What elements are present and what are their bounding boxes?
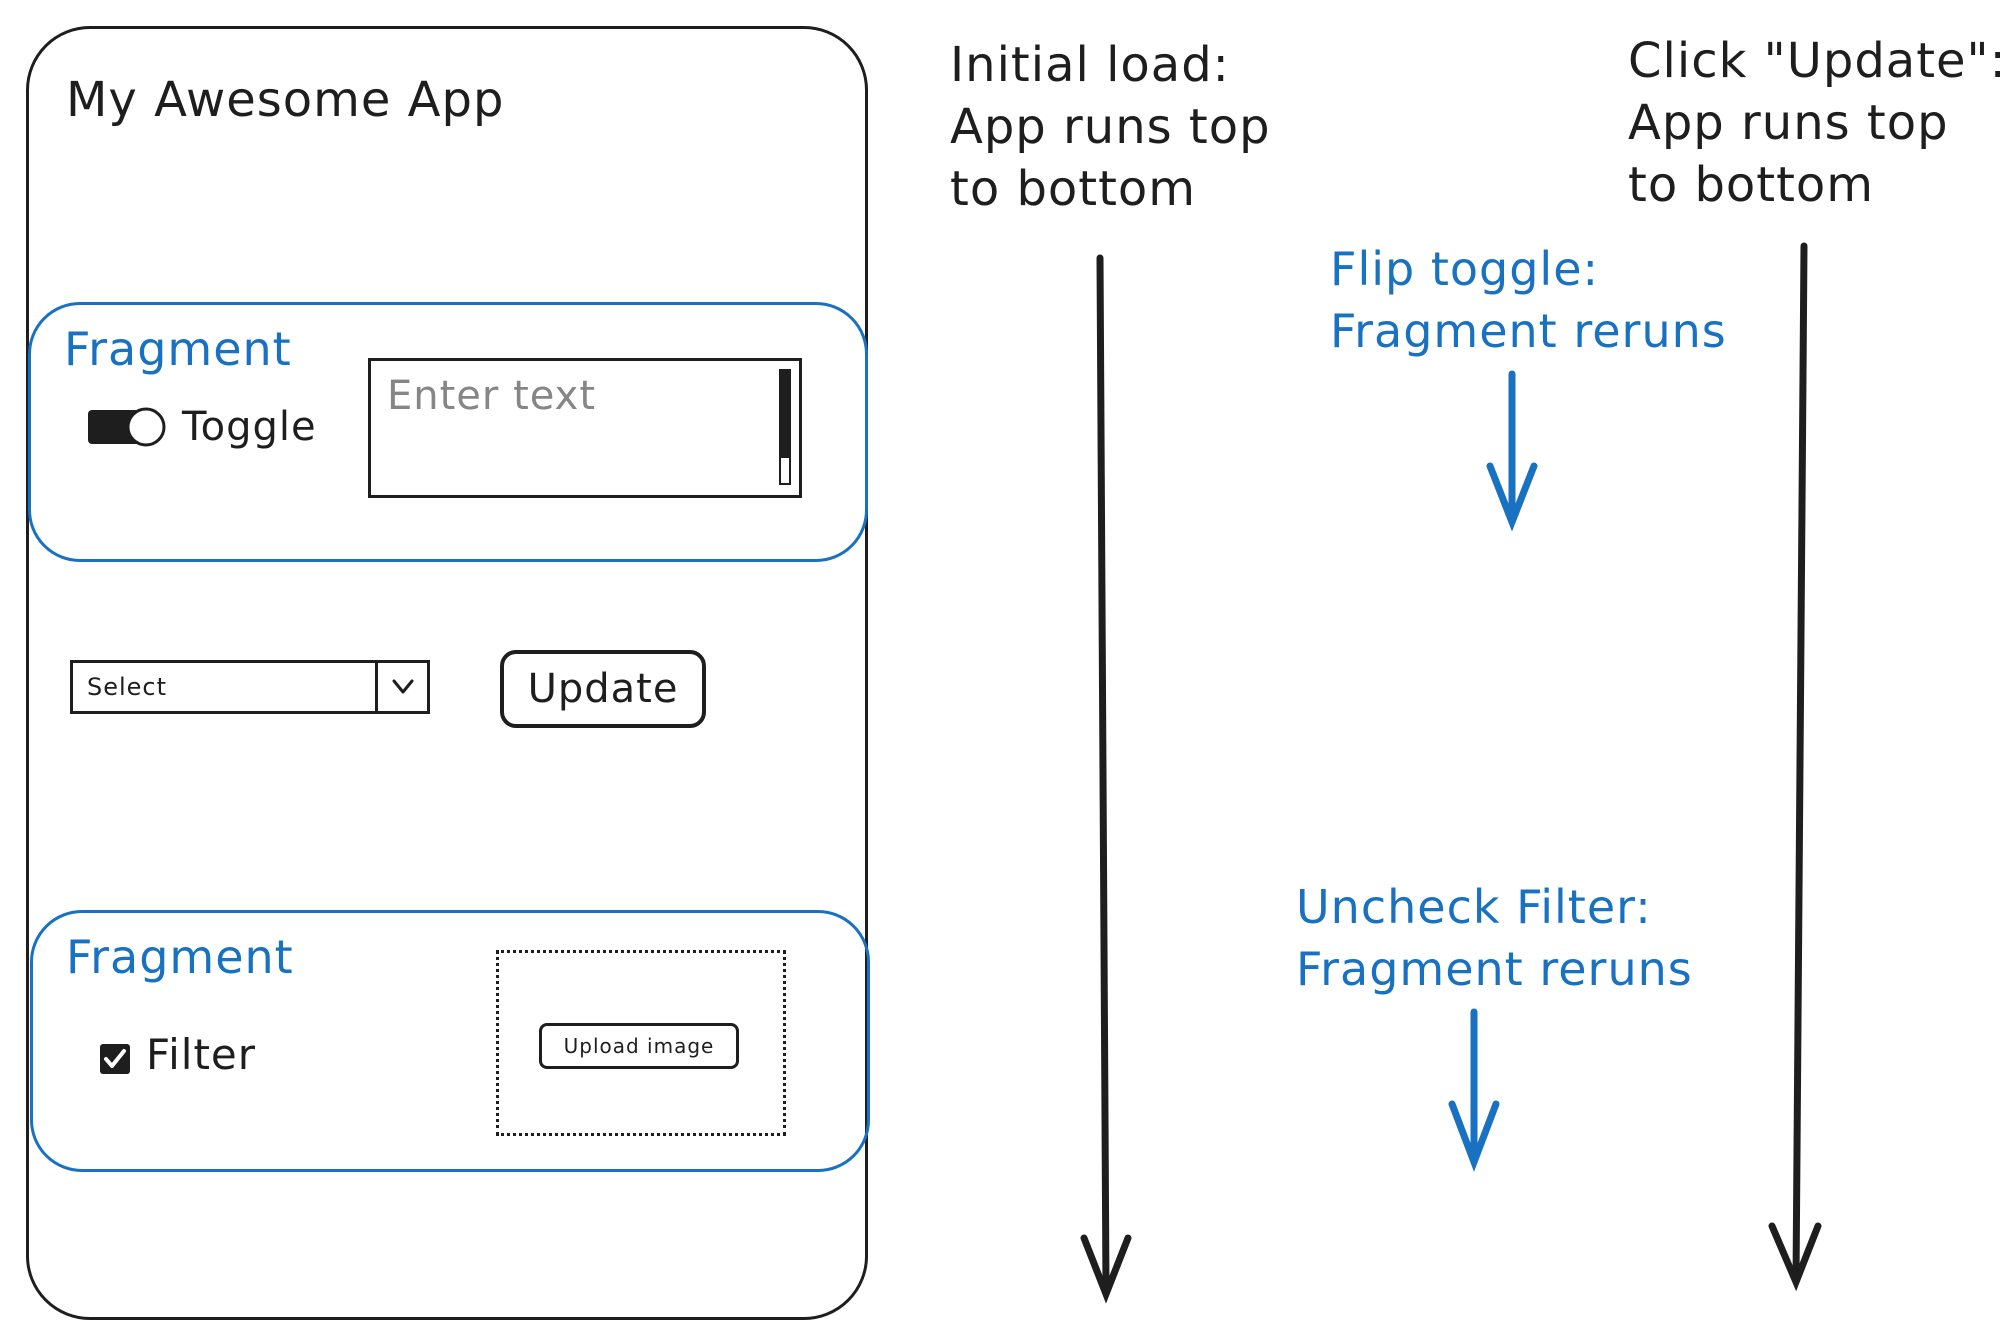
- select-value: Select: [87, 673, 168, 701]
- note-flip-toggle: Flip toggle: Fragment reruns: [1330, 242, 1727, 358]
- filter-checkbox[interactable]: [98, 1042, 132, 1076]
- toggle-switch[interactable]: [86, 406, 168, 448]
- chevron-down-icon: [392, 679, 414, 694]
- text-area-scrollbar[interactable]: [779, 369, 791, 485]
- note-uncheck-filter: Uncheck Filter: Fragment reruns: [1296, 880, 1693, 996]
- arrow-click-update: [1768, 242, 1822, 1292]
- scrollbar-thumb[interactable]: [781, 371, 789, 459]
- filter-checkbox-label: Filter: [146, 1030, 257, 1079]
- upload-image-button[interactable]: Upload image: [539, 1023, 739, 1069]
- fragment-box-1: [28, 302, 868, 562]
- fragment-box-2: [30, 910, 870, 1172]
- arrow-initial-load: [1080, 254, 1132, 1304]
- toggle-label: Toggle: [182, 404, 317, 450]
- text-area-input[interactable]: Enter text: [368, 358, 802, 498]
- select-dropdown[interactable]: Select: [70, 660, 430, 714]
- app-title: My Awesome App: [66, 72, 505, 128]
- arrow-uncheck-filter: [1448, 1008, 1500, 1172]
- app-frame: [26, 26, 868, 1320]
- fragment-label-2: Fragment: [66, 930, 294, 984]
- arrow-flip-toggle: [1486, 370, 1538, 532]
- note-click-update: Click "Update": App runs top to bottom: [1628, 33, 2000, 213]
- fragment-label-1: Fragment: [64, 322, 292, 376]
- update-button[interactable]: Update: [500, 650, 706, 728]
- upload-dropzone[interactable]: Upload image: [496, 950, 786, 1136]
- select-toggle-button[interactable]: [375, 663, 427, 711]
- note-initial-load: Initial load: App runs top to bottom: [950, 37, 1271, 217]
- text-area-placeholder: Enter text: [387, 373, 597, 419]
